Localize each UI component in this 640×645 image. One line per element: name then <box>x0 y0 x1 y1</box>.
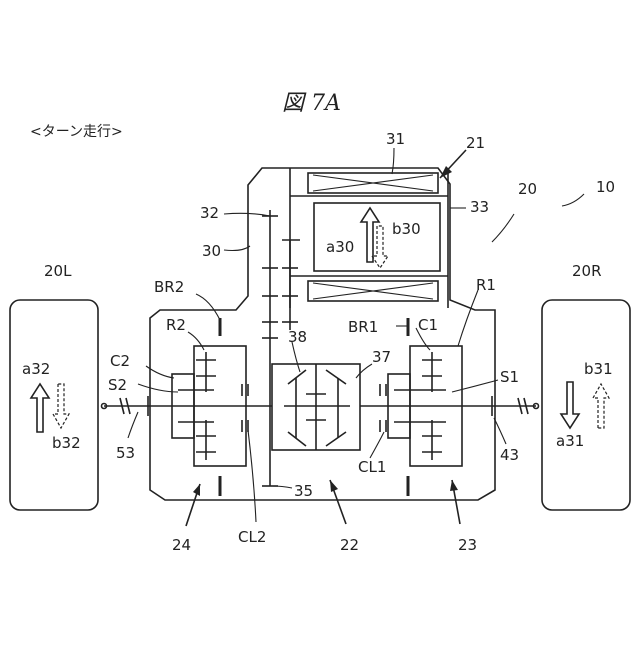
label-S1: S1 <box>500 368 519 386</box>
leader-lines <box>128 148 584 526</box>
label-b31: b31 <box>584 360 613 378</box>
label-22: 22 <box>340 536 359 554</box>
label-R1: R1 <box>476 276 496 294</box>
label-31: 31 <box>386 130 405 148</box>
label-33: 33 <box>470 198 489 216</box>
arrow-b32-icon <box>53 384 69 428</box>
right-planetary-gear <box>380 318 462 496</box>
label-a30: a30 <box>326 238 354 256</box>
label-24: 24 <box>172 536 191 554</box>
label-10: 10 <box>596 178 615 196</box>
label-53: 53 <box>116 444 135 462</box>
gear-shafts <box>262 210 300 486</box>
label-S2: S2 <box>108 376 127 394</box>
arrow-b30-icon <box>372 226 388 268</box>
label-23: 23 <box>458 536 477 554</box>
label-b32: b32 <box>52 434 81 452</box>
label-20: 20 <box>518 180 537 198</box>
label-b30: b30 <box>392 220 421 238</box>
label-BR2: BR2 <box>154 278 184 296</box>
figure-title: 図 7A <box>282 91 341 116</box>
label-a31: a31 <box>556 432 584 450</box>
label-35: 35 <box>294 482 313 500</box>
label-a32: a32 <box>22 360 50 378</box>
label-20L: 20L <box>44 262 72 280</box>
label-43: 43 <box>500 446 519 464</box>
label-C2: C2 <box>110 352 130 370</box>
arrow-b31-icon <box>593 384 609 428</box>
differential-unit <box>272 364 360 450</box>
label-37: 37 <box>372 348 391 366</box>
label-CL2: CL2 <box>238 528 266 546</box>
label-20R: 20R <box>572 262 602 280</box>
label-38: 38 <box>288 328 307 346</box>
electric-motor <box>290 168 448 308</box>
left-wheel <box>10 300 98 510</box>
arrow-a31-icon <box>561 382 579 428</box>
label-30: 30 <box>202 242 221 260</box>
right-wheel <box>542 300 630 510</box>
label-BR1: BR1 <box>348 318 378 336</box>
label-CL1: CL1 <box>358 458 386 476</box>
arrow-a30-icon <box>361 208 379 262</box>
arrow-a32-icon <box>31 384 49 432</box>
left-planetary-gear <box>172 318 248 496</box>
label-21: 21 <box>466 134 485 152</box>
label-R2: R2 <box>166 316 186 334</box>
label-32: 32 <box>200 204 219 222</box>
mode-caption: <ターン走行> <box>30 124 123 140</box>
label-C1: C1 <box>418 316 438 334</box>
